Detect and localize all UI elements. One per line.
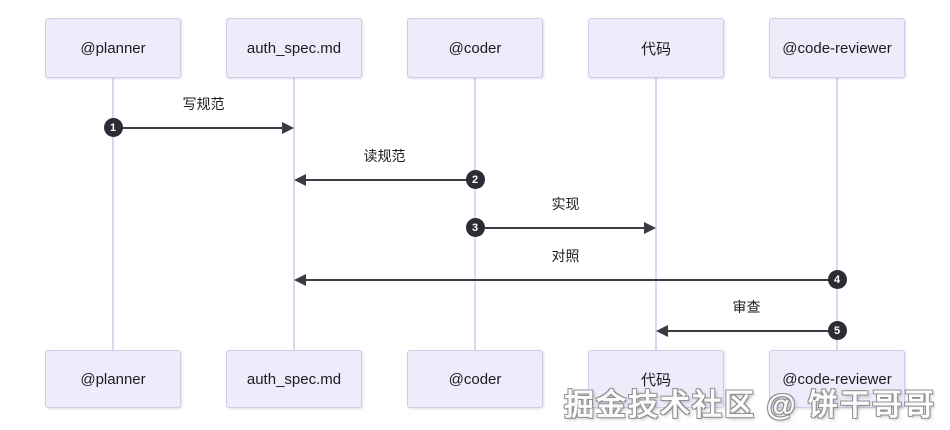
actor-top-planner: @planner (45, 18, 181, 78)
message-label-3: 实现 (551, 196, 580, 212)
watermark: 掘金技术社区 @ 饼干哥哥 (564, 389, 936, 422)
message-label-4: 对照 (551, 248, 580, 264)
actor-bottom-reviewer: @code-reviewer (769, 350, 905, 408)
lifeline-planner (112, 78, 114, 350)
message-line-5 (666, 330, 837, 332)
message-number-3: 3 (465, 218, 485, 237)
actor-top-auth_spec: auth_spec.md (226, 18, 362, 78)
lifeline-auth_spec (293, 78, 295, 350)
arrowhead-icon-3 (644, 222, 656, 234)
arrowhead-icon-2 (294, 174, 306, 186)
arrowhead-icon-5 (656, 325, 668, 337)
message-line-1 (113, 127, 284, 129)
arrowhead-icon-4 (294, 274, 306, 286)
arrowhead-icon-1 (282, 122, 294, 134)
actor-bottom-planner: @planner (45, 350, 181, 408)
message-line-4 (304, 279, 837, 281)
message-number-2: 2 (465, 170, 485, 189)
message-label-2: 读规范 (363, 148, 406, 164)
actor-top-coder: @coder (407, 18, 543, 78)
lifeline-reviewer (836, 78, 838, 350)
lifeline-code (655, 78, 657, 350)
message-line-2 (304, 179, 475, 181)
lifeline-coder (474, 78, 476, 350)
actor-top-code: 代码 (588, 18, 724, 78)
message-label-1: 写规范 (182, 96, 225, 112)
actor-bottom-auth_spec: auth_spec.md (226, 350, 362, 408)
message-line-3 (475, 227, 646, 229)
message-number-1: 1 (103, 118, 123, 137)
actor-top-reviewer: @code-reviewer (769, 18, 905, 78)
actor-bottom-coder: @coder (407, 350, 543, 408)
actor-bottom-code: 代码 (588, 350, 724, 408)
message-number-4: 4 (827, 270, 847, 289)
message-number-5: 5 (827, 321, 847, 340)
message-label-5: 审查 (732, 299, 761, 315)
